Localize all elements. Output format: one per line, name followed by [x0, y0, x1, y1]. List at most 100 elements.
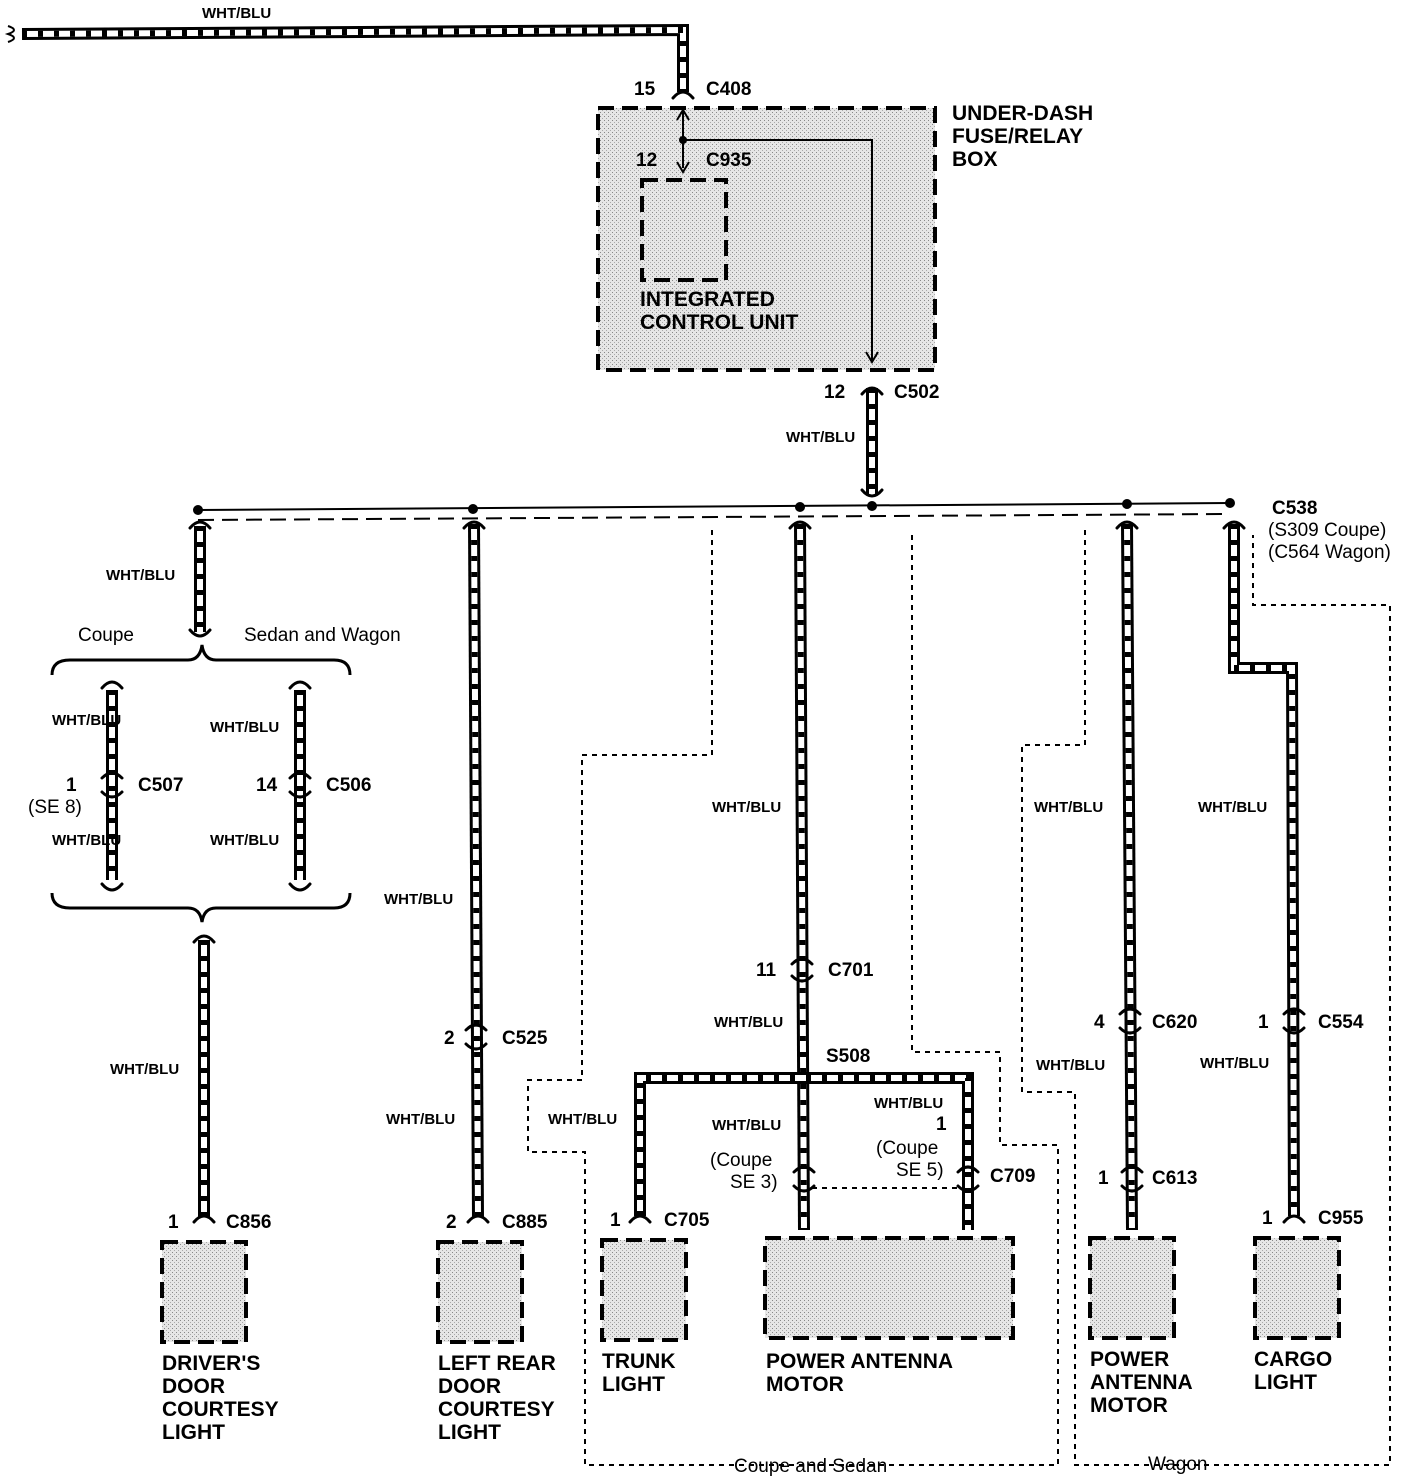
antenna-cs-label-2: MOTOR — [766, 1373, 844, 1396]
wire-label-c885: WHT/BLU — [386, 1111, 455, 1128]
drivers-door-label-1: DRIVER'S — [162, 1352, 260, 1375]
c506-pin: 14 — [256, 775, 278, 796]
c554-id: C554 — [1318, 1012, 1364, 1033]
c507-pin: 1 — [66, 775, 77, 796]
lower-brace — [50, 892, 352, 923]
c613-pin: 1 — [1098, 1168, 1109, 1189]
icu-label-1: INTEGRATED — [640, 288, 775, 311]
c709b-note1: (Coupe — [710, 1150, 772, 1171]
left-rear-label-1: LEFT REAR — [438, 1352, 556, 1375]
c705-pin: 1 — [610, 1210, 621, 1231]
c701-pin: 11 — [756, 960, 777, 981]
c620-pin: 4 — [1094, 1012, 1105, 1033]
wire-label-c620-top: WHT/BLU — [1034, 799, 1103, 816]
c620-id: C620 — [1152, 1012, 1197, 1033]
power-antenna-motor-coupe-sedan — [763, 1236, 1015, 1340]
left-rear-label-2: DOOR — [438, 1375, 501, 1398]
c408-id: C408 — [706, 79, 751, 100]
c709-pin: 1 — [936, 1114, 947, 1135]
connector-symbols — [100, 90, 1306, 1224]
c408-pin: 15 — [634, 79, 656, 100]
upper-brace — [50, 644, 352, 676]
drivers-door-label-4: LIGHT — [162, 1421, 225, 1444]
wire-label-c709: WHT/BLU — [874, 1095, 943, 1112]
c935-id: C935 — [706, 150, 752, 171]
variant-coupe: Coupe — [78, 625, 134, 646]
c507-note: (SE 8) — [28, 797, 82, 818]
c856-id: C856 — [226, 1212, 271, 1233]
wire-label-top: WHT/BLU — [202, 5, 271, 22]
antenna-w-label-2: ANTENNA — [1090, 1371, 1193, 1394]
c709-note2: SE 5) — [896, 1160, 944, 1181]
coupe-sedan-group-outline — [527, 530, 1059, 1466]
variant-coupe-sedan: Coupe and Sedan — [734, 1456, 887, 1477]
wire-label-c705: WHT/BLU — [548, 1111, 617, 1128]
wire-label-c507-bottom: WHT/BLU — [52, 832, 121, 849]
trunk-label-2: LIGHT — [602, 1373, 665, 1396]
cargo-light — [1253, 1236, 1341, 1340]
wire-label-c507-top-1: WHT/BLU — [52, 712, 121, 729]
wire-label-c554-top: WHT/BLU — [1198, 799, 1267, 816]
c701-id: C701 — [828, 960, 874, 981]
c554-pin: 1 — [1258, 1012, 1269, 1033]
cargo-label-2: LIGHT — [1254, 1371, 1317, 1394]
left-rear-label-3: COURTESY — [438, 1398, 555, 1421]
c955-pin: 1 — [1262, 1208, 1273, 1229]
c506-id: C506 — [326, 775, 371, 796]
c935-pin: 12 — [636, 150, 657, 171]
c705-id: C705 — [664, 1210, 710, 1231]
wire-label-c701-top: WHT/BLU — [712, 799, 781, 816]
trunk-label-1: TRUNK — [602, 1350, 676, 1373]
antenna-w-label-3: MOTOR — [1090, 1394, 1168, 1417]
fusebox-label-2: FUSE/RELAY — [952, 125, 1083, 148]
c709b-note2: SE 3) — [730, 1172, 778, 1193]
wires — [21, 23, 1300, 1231]
c525-id: C525 — [502, 1028, 548, 1049]
left-rear-label-4: LIGHT — [438, 1421, 501, 1444]
fusebox-label-3: BOX — [952, 148, 998, 171]
left-rear-door-courtesy-light — [436, 1240, 524, 1344]
wire-label-c856: WHT/BLU — [110, 1061, 179, 1078]
c502-id: C502 — [894, 382, 939, 403]
wire-label-c613: WHT/BLU — [1036, 1057, 1105, 1074]
trunk-light — [600, 1238, 688, 1342]
variant-wagon: Wagon — [1148, 1454, 1208, 1475]
drivers-door-label-3: COURTESY — [162, 1398, 279, 1421]
c955-id: C955 — [1318, 1208, 1364, 1229]
cargo-label-1: CARGO — [1254, 1348, 1332, 1371]
c613-id: C613 — [1152, 1168, 1197, 1189]
drivers-door-courtesy-light — [160, 1240, 248, 1344]
icu-label-2: CONTROL UNIT — [640, 311, 798, 334]
wagon-group-outline — [1021, 530, 1391, 1466]
wire-label-c955: WHT/BLU — [1200, 1055, 1269, 1072]
c538-note-coupe: (S309 Coupe) — [1268, 520, 1386, 541]
ground-bus — [197, 502, 1231, 511]
c885-id: C885 — [502, 1212, 548, 1233]
fusebox-label-1: UNDER-DASH — [952, 102, 1093, 125]
wire-label-drivers: WHT/BLU — [106, 567, 175, 584]
wire-label-c506-top: WHT/BLU — [210, 719, 279, 736]
integrated-control-unit — [640, 178, 728, 282]
c856-pin: 1 — [168, 1212, 179, 1233]
antenna-cs-label-1: POWER ANTENNA — [766, 1350, 953, 1373]
internal-arrows — [676, 108, 879, 364]
c538-id: C538 — [1272, 498, 1317, 519]
wire-end-icon — [4, 25, 15, 43]
wire-label-c502: WHT/BLU — [786, 429, 855, 446]
wire-label-c506-bottom: WHT/BLU — [210, 832, 279, 849]
c538-note-wagon: (C564 Wagon) — [1268, 542, 1391, 563]
antenna-w-label-1: POWER — [1090, 1348, 1169, 1371]
power-antenna-motor-wagon — [1088, 1236, 1176, 1340]
c525-pin: 2 — [444, 1028, 455, 1049]
ground-bus-shield — [197, 513, 1231, 521]
icu-internal-wire — [683, 139, 873, 360]
wire-label-c525-top: WHT/BLU — [384, 891, 453, 908]
c502-pin: 12 — [824, 382, 845, 403]
c507-id: C507 — [138, 775, 183, 796]
internal-splice — [679, 136, 687, 144]
wire-label-antenna: WHT/BLU — [712, 1117, 781, 1134]
variant-sedan-wagon: Sedan and Wagon — [244, 625, 401, 646]
c709-id: C709 — [990, 1166, 1035, 1187]
c709-note1: (Coupe — [876, 1138, 938, 1159]
